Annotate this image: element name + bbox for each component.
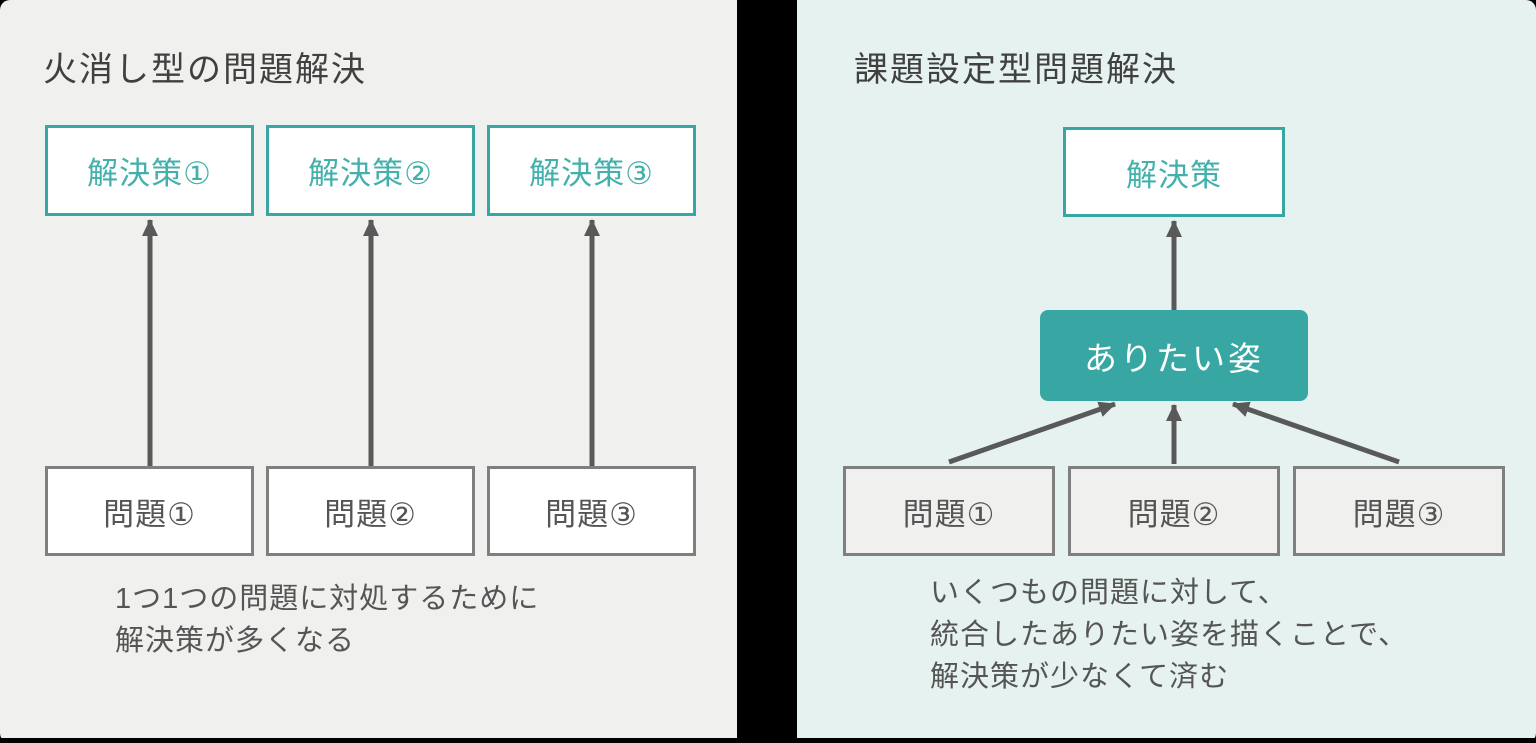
panel-title-issue-setting: 課題設定型問題解決: [854, 51, 1178, 89]
problem-box-1: 問題①: [843, 466, 1055, 556]
panel-firefighting: 火消し型の問題解決 解決策① 解決策② 解決策③ 問題① 問題② 問題③ 1つ1…: [0, 0, 737, 738]
desired-state-box: ありたい姿: [1040, 310, 1308, 401]
caption-firefighting: 1つ1つの問題に対処するために 解決策が多くなる: [115, 578, 539, 662]
problem-box-2: 問題②: [266, 466, 475, 556]
problem-box-1: 問題①: [45, 466, 254, 556]
caption-line: 解決策が少なくて済む: [930, 661, 1230, 693]
problem-box-3: 問題③: [487, 466, 696, 556]
solution-box-2: 解決策②: [266, 125, 475, 216]
solution-box-1: 解決策①: [45, 125, 254, 216]
caption-line: 統合したありたい姿を描くことで、: [930, 619, 1408, 651]
problem-box-3: 問題③: [1293, 466, 1505, 556]
solution-box: 解決策: [1063, 127, 1285, 217]
caption-line: 1つ1つの問題に対処するために: [115, 583, 540, 615]
caption-line: いくつもの問題に対して、: [930, 577, 1288, 609]
panel-title-firefighting: 火消し型の問題解決: [43, 51, 367, 89]
panel-issue-setting: 課題設定型問題解決 解決策 ありたい姿 問題① 問題② 問題③ いくつもの問題に…: [797, 0, 1536, 738]
caption-issue-setting: いくつもの問題に対して、 統合したありたい姿を描くことで、 解決策が少なくて済む: [930, 572, 1408, 698]
problem-box-2: 問題②: [1068, 466, 1280, 556]
caption-line: 解決策が多くなる: [115, 625, 356, 657]
solution-box-3: 解決策③: [487, 125, 696, 216]
